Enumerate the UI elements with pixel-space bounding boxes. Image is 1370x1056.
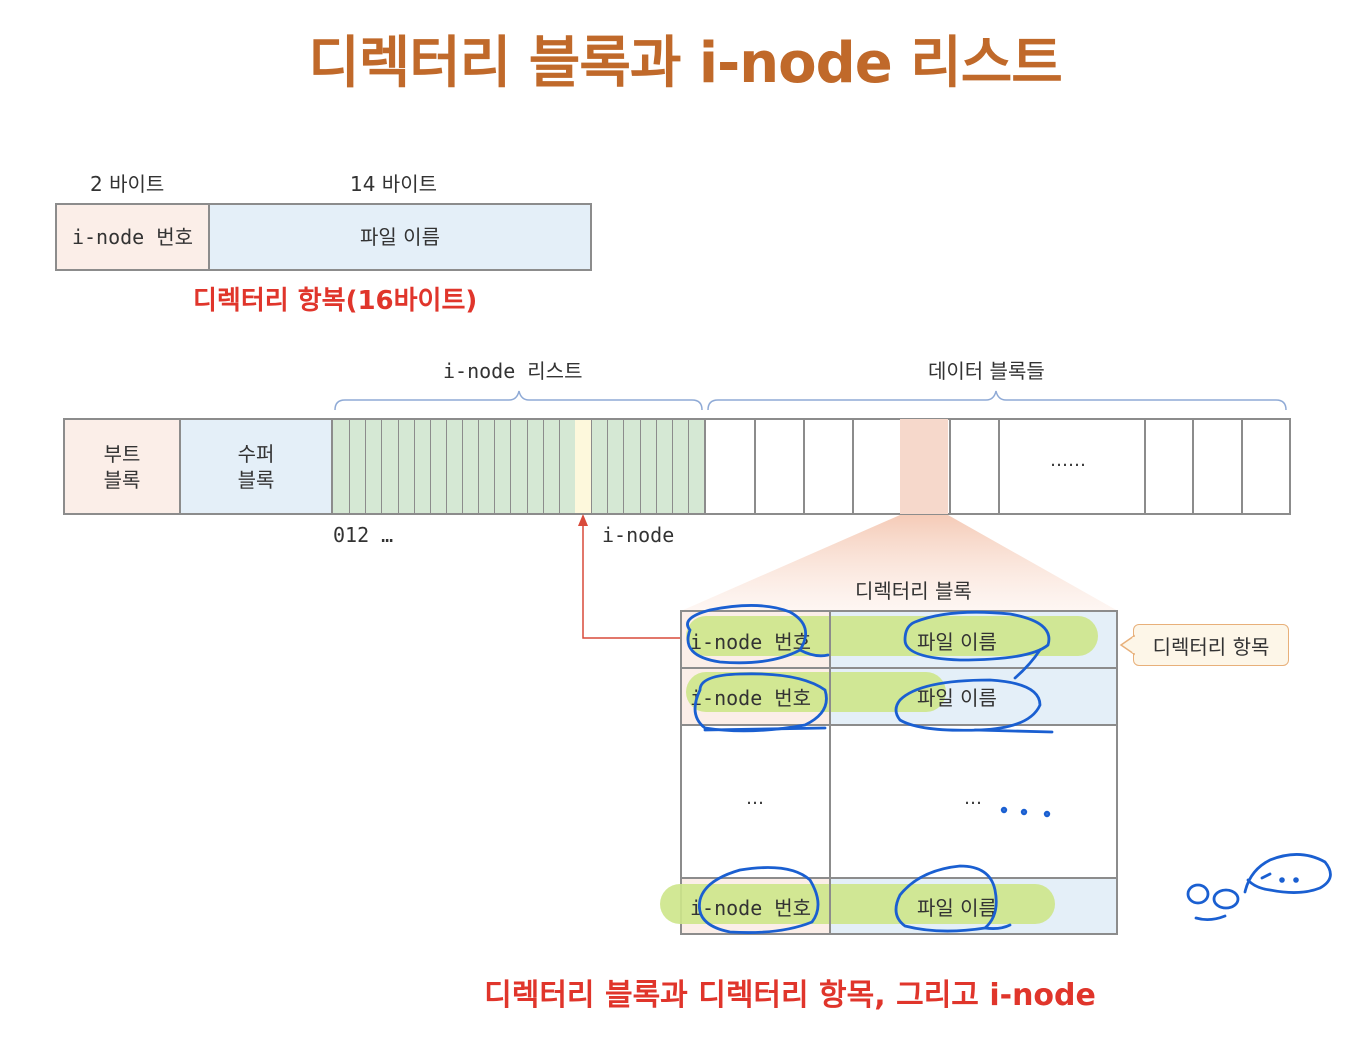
data-blocks-label: 데이터 블록들	[928, 359, 1045, 383]
size-inode-label: 2 바이트	[90, 172, 165, 196]
inode-cell-divider	[607, 420, 609, 513]
inode-cell-divider	[494, 420, 496, 513]
inode-cell-divider	[623, 420, 625, 513]
inode-cell-divider	[526, 420, 528, 513]
data-blocks-ellipsis: ……	[1050, 450, 1086, 471]
inode-index-label: 012 …	[333, 523, 394, 547]
inode-cell-divider	[365, 420, 367, 513]
inode-cell-divider	[397, 420, 399, 513]
super-block-line1: 수퍼	[237, 441, 275, 466]
inode-cell-divider	[429, 420, 431, 513]
dir-row-3-name: …	[964, 788, 982, 809]
data-block-divider	[1192, 420, 1194, 513]
data-block-divider	[852, 420, 854, 513]
inode-cell-divider	[413, 420, 415, 513]
dir-entry-callout-text: 디렉터리 항목	[1152, 634, 1270, 659]
data-block-divider	[1241, 420, 1243, 513]
page-title: 디렉터리 블록과 i-node 리스트	[308, 31, 1063, 96]
inode-list-brace	[334, 390, 703, 411]
data-block-divider	[803, 420, 805, 513]
entry-inode-text: i-node 번호	[71, 225, 194, 249]
boot-block-line1: 부트	[103, 441, 141, 466]
arrow-head-icon	[578, 514, 588, 526]
inode-list	[331, 418, 706, 515]
dir-block-table: i-node 번호 파일 이름 i-node 번호 파일 이름 … … i-no…	[660, 610, 1118, 935]
dir-row-4-name: 파일 이름	[917, 896, 997, 920]
data-blocks: ……	[704, 418, 1291, 515]
inode-cell-divider	[462, 420, 463, 513]
inode-list-label: i-node 리스트	[443, 359, 583, 383]
inode-cell-divider	[639, 420, 641, 513]
dir-column-divider	[829, 612, 831, 933]
dir-row-3-inode: …	[746, 788, 764, 809]
highlighted-inode	[575, 420, 591, 513]
dir-row-divider-2	[682, 724, 1116, 726]
inode-cell-divider	[655, 420, 657, 513]
inode-cell-divider	[478, 420, 480, 513]
inode-cell-divider	[381, 420, 383, 513]
dir-row-divider-3	[682, 877, 1116, 879]
data-block-divider	[998, 420, 1000, 513]
inode-cell-divider	[591, 420, 593, 513]
inode-cell-divider	[542, 420, 544, 513]
data-block-divider	[949, 420, 951, 513]
entry-name-text: 파일 이름	[360, 225, 440, 249]
inode-cell-divider	[687, 420, 689, 513]
data-blocks-brace	[707, 390, 1287, 411]
highlighted-data-block	[900, 419, 948, 514]
dir-row-1-inode: i-node 번호	[690, 630, 812, 654]
dir-entry-callout: 디렉터리 항목	[1133, 624, 1289, 666]
boot-block-line2: 블록	[103, 467, 141, 492]
entry-caption: 디렉터리 항복(16바이트)	[193, 286, 478, 316]
inode-pointer-label: i-node	[602, 523, 675, 547]
entry-name-field: 파일 이름	[208, 203, 592, 271]
inode-cell-divider	[445, 420, 447, 513]
dir-block-title: 디렉터리 블록	[855, 579, 972, 603]
dir-ellipsis-row-bg	[682, 724, 1116, 877]
diagram-caption: 디렉터리 블록과 디렉터리 항목, 그리고 i-node	[484, 978, 1096, 1013]
dir-row-1-name: 파일 이름	[917, 630, 997, 654]
inode-cell-divider	[671, 420, 673, 513]
inode-pointer-arrow	[582, 524, 682, 639]
dir-row-4-inode: i-node 번호	[690, 896, 812, 920]
zoom-projection	[681, 515, 1118, 611]
data-block-divider	[1144, 420, 1146, 513]
dir-row-divider-1	[682, 667, 1116, 669]
data-block-divider	[754, 420, 756, 513]
dir-row-2-name: 파일 이름	[917, 686, 997, 710]
dir-row-2-inode: i-node 번호	[690, 686, 812, 710]
size-name-label: 14 바이트	[350, 172, 438, 196]
inode-cell-divider	[510, 420, 512, 513]
inode-cell-divider	[349, 420, 351, 513]
super-block-line2: 블록	[237, 467, 275, 492]
inode-cell-divider	[558, 420, 560, 513]
